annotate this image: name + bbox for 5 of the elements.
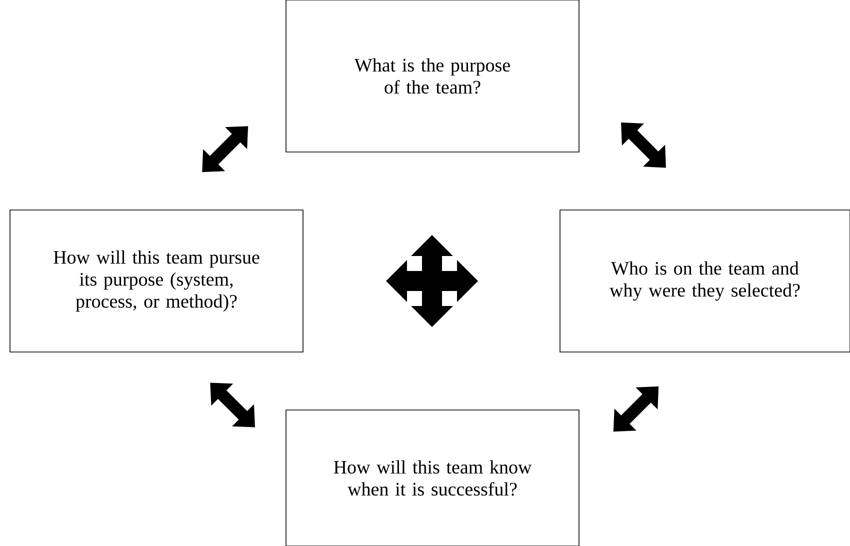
question-box: What is the purpose of the team? — [286, 0, 580, 152]
double-arrow — [621, 122, 666, 168]
question-box: How will this team pursue its purpose (system, process, or method)? — [10, 210, 304, 352]
question-box: Who is on the team and why were they selected? — [560, 210, 850, 352]
question-box: How will this team know when it is successful? — [286, 410, 580, 546]
